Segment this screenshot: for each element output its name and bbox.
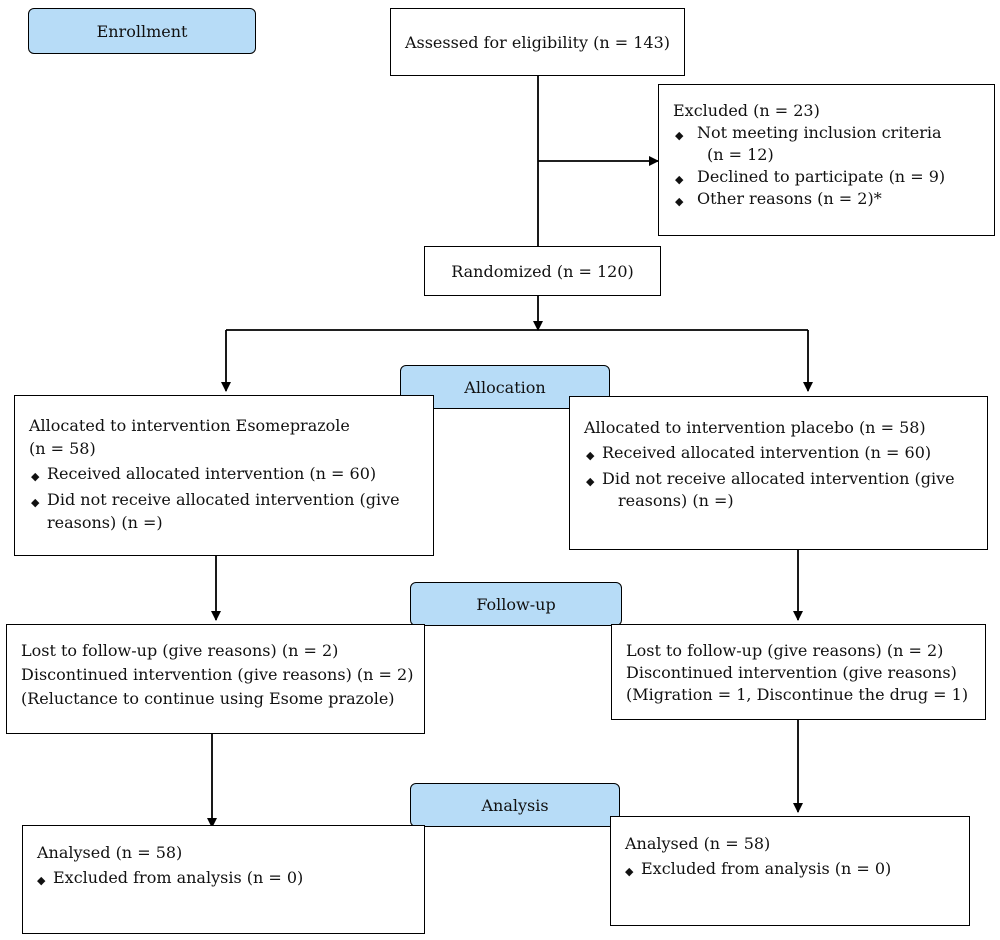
randomized-text: Randomized (n = 120) [451, 261, 634, 281]
allocation-line: (n = 58) [29, 439, 96, 458]
stage-analysis-label: Analysis [481, 795, 549, 815]
followup-line: Discontinued intervention (give reasons) [626, 663, 957, 682]
allocation-line: reasons) (n =) [47, 513, 163, 532]
allocation-line: Received allocated intervention (n = 60) [47, 464, 377, 483]
analysis-line: Excluded from analysis (n = 0) [641, 859, 892, 878]
bullet-icon: ◆ [586, 475, 595, 488]
analysis-line: Analysed (n = 58) [37, 843, 183, 862]
excluded-item: Not meeting inclusion criteria [697, 123, 942, 142]
allocation-line: reasons) (n =) [618, 491, 734, 510]
followup-line: (Reluctance to continue using Esome praz… [21, 689, 395, 708]
allocation-line: Allocated to intervention Esomeprazole [29, 416, 350, 435]
allocation-line: Did not receive allocated intervention (… [47, 490, 400, 509]
right-allocation-box: Allocated to intervention placebo (n = 5… [569, 396, 988, 550]
bullet-icon: ◆ [31, 496, 40, 509]
randomized-box: Randomized (n = 120) [424, 246, 661, 296]
analysis-line: Excluded from analysis (n = 0) [53, 868, 304, 887]
followup-line: Lost to follow-up (give reasons) (n = 2) [21, 641, 339, 660]
allocation-line: Did not receive allocated intervention (… [602, 469, 955, 488]
assessed-text: Assessed for eligibility (n = 143) [404, 32, 671, 52]
bullet-icon: ◆ [675, 195, 684, 208]
excluded-item: (n = 12) [707, 145, 774, 164]
bullet-icon: ◆ [586, 449, 595, 462]
right-followup-box: Lost to follow-up (give reasons) (n = 2)… [611, 624, 986, 720]
analysis-line: Analysed (n = 58) [625, 834, 771, 853]
left-allocation-box: Allocated to intervention Esomeprazole (… [14, 395, 434, 556]
excluded-box: Excluded (n = 23) ◆ Not meeting inclusio… [658, 84, 995, 236]
stage-analysis: Analysis [410, 783, 620, 827]
allocation-line: Allocated to intervention placebo (n = 5… [584, 418, 926, 437]
assessed-box: Assessed for eligibility (n = 143) [390, 8, 685, 76]
bullet-icon: ◆ [675, 173, 684, 186]
allocation-line: Received allocated intervention (n = 60) [602, 443, 932, 462]
excluded-title: Excluded (n = 23) [673, 101, 820, 120]
stage-allocation-label: Allocation [464, 377, 546, 397]
followup-line: Discontinued intervention (give reasons)… [21, 665, 414, 684]
stage-followup-label: Follow-up [476, 594, 556, 614]
bullet-icon: ◆ [675, 129, 684, 142]
left-followup-box: Lost to follow-up (give reasons) (n = 2)… [6, 624, 425, 734]
bullet-icon: ◆ [625, 865, 634, 878]
excluded-item: Other reasons (n = 2)* [697, 189, 882, 208]
excluded-item: Declined to participate (n = 9) [697, 167, 946, 186]
left-analysis-box: Analysed (n = 58) ◆ Excluded from analys… [22, 825, 425, 934]
followup-line: Lost to follow-up (give reasons) (n = 2) [626, 641, 944, 660]
followup-line: (Migration = 1, Discontinue the drug = 1… [626, 685, 969, 704]
stage-enrollment: Enrollment [28, 8, 256, 54]
stage-followup: Follow-up [410, 582, 622, 626]
bullet-icon: ◆ [31, 470, 40, 483]
right-analysis-box: Analysed (n = 58) ◆ Excluded from analys… [610, 816, 970, 926]
bullet-icon: ◆ [37, 874, 46, 887]
stage-enrollment-label: Enrollment [96, 21, 188, 41]
